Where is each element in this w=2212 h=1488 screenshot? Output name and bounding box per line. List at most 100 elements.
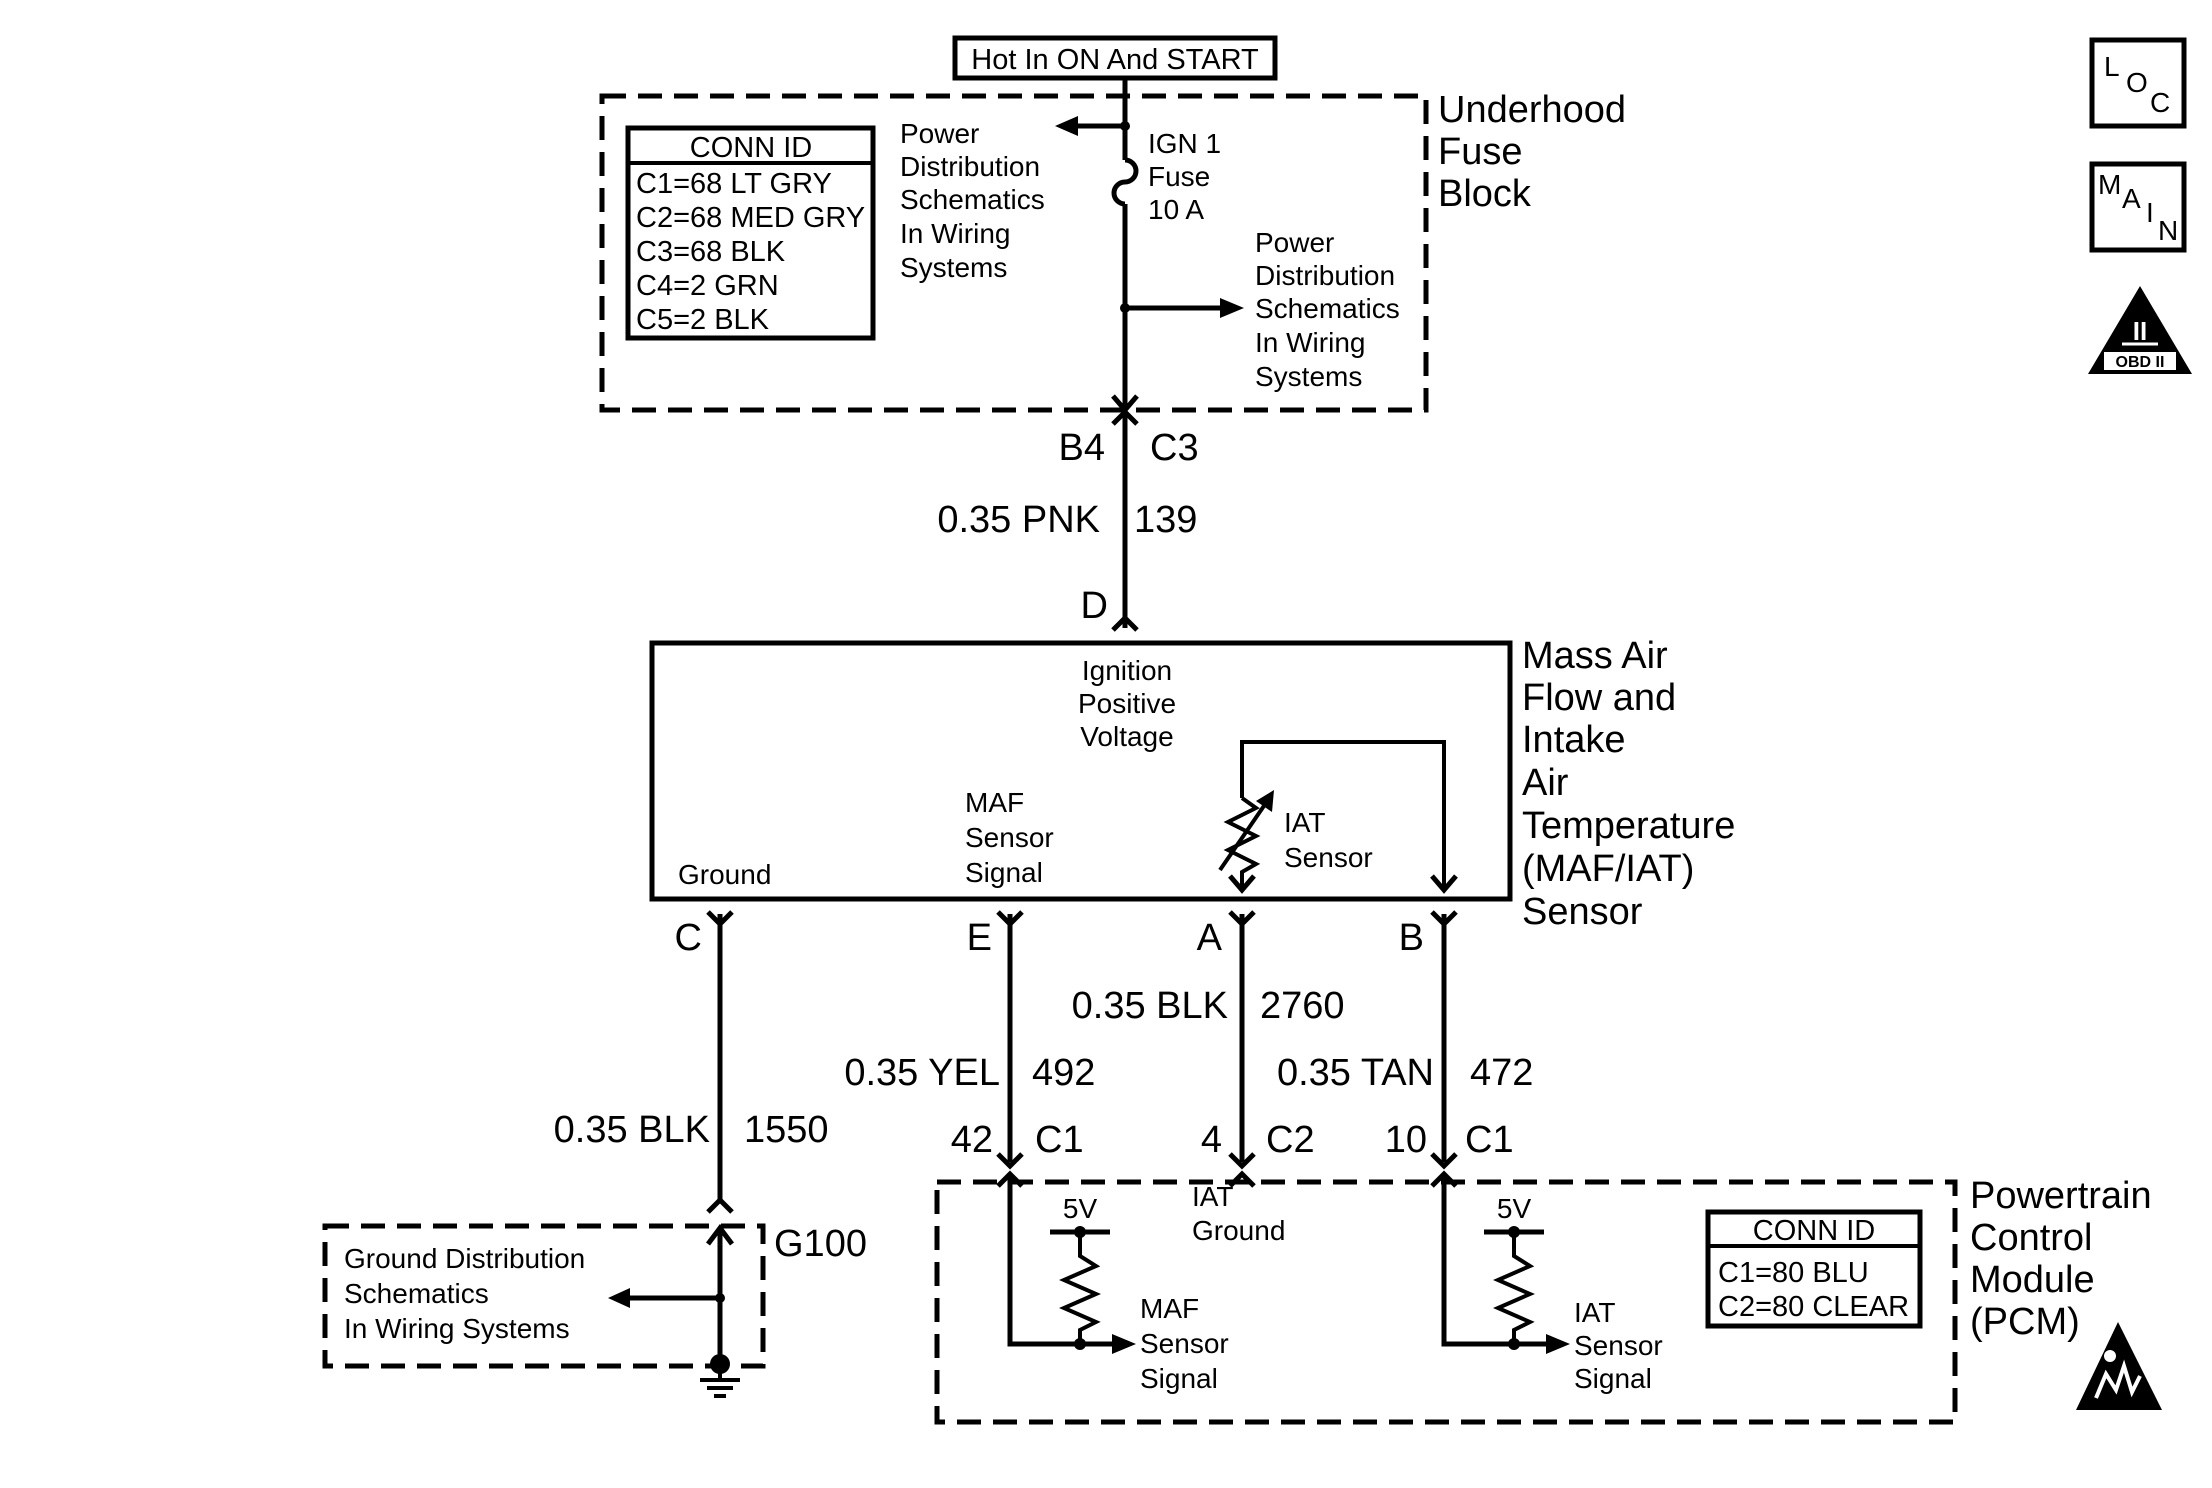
pcm-conn-id-table: CONN ID C1=80 BLU C2=80 CLEAR xyxy=(1705,1209,1923,1329)
ign-label: Voltage xyxy=(1080,721,1173,752)
pcm: Powertrain Control Module (PCM) CONN ID … xyxy=(934,1170,2152,1425)
pcm-conn: C1 xyxy=(1035,1119,1084,1161)
pcm-ref-voltage: 5V xyxy=(1063,1193,1098,1224)
maf-label: Sensor xyxy=(965,822,1054,853)
feed-label-text: Hot In ON And START xyxy=(971,44,1259,76)
arrow-left-icon xyxy=(1055,116,1078,136)
iat-ground-wire-gauge: 0.35 BLK xyxy=(1072,985,1228,1027)
pcm-pin: 4 xyxy=(1201,1119,1222,1161)
iat-thermistor-icon xyxy=(1218,740,1458,894)
power-note-right: Schematics xyxy=(1255,293,1400,324)
pcm-iat-ground-label: Ground xyxy=(1192,1215,1285,1246)
loc-letter: O xyxy=(2126,67,2148,98)
ground-wire-circuit: 1550 xyxy=(744,1109,829,1151)
pcm-conn-row: C1=80 BLU xyxy=(1718,1257,1869,1289)
esd-warning-icon xyxy=(2076,1322,2162,1410)
sensor-name: Air xyxy=(1522,762,1569,804)
power-note-right: Power xyxy=(1255,227,1334,258)
pin-b: B xyxy=(1399,917,1424,959)
ground-note: Schematics xyxy=(344,1278,489,1309)
pcm-maf-label: Sensor xyxy=(1140,1328,1229,1359)
iat-ground-wire: 0.35 BLK 2760 xyxy=(1072,910,1345,1170)
fuse-label: 10 A xyxy=(1148,194,1204,225)
power-note-left: Power xyxy=(900,118,979,149)
sensor-name: Mass Air xyxy=(1522,635,1668,677)
iat-ground-wire-circuit: 2760 xyxy=(1260,985,1345,1027)
main-letter: M xyxy=(2098,169,2121,200)
pcm-pin: 10 xyxy=(1385,1119,1427,1161)
pcm-iat-label: Signal xyxy=(1574,1363,1652,1394)
sensor-name: (MAF/IAT) xyxy=(1522,848,1694,890)
obd-text: OBD II xyxy=(2116,354,2165,371)
ground-wire: 0.35 BLK 1550 xyxy=(554,910,829,1214)
feed-wire-circuit: 139 xyxy=(1134,499,1197,541)
power-note-right: In Wiring xyxy=(1255,327,1365,358)
pcm-conn: C2 xyxy=(1266,1119,1315,1161)
iat-signal-wire: 0.35 TAN 472 xyxy=(1277,910,1533,1170)
main-letter: A xyxy=(2122,183,2141,214)
pcm-iat-circuit: 5V IAT Sensor Signal xyxy=(1430,1170,1663,1394)
sensor-name: Intake xyxy=(1522,719,1626,761)
fuse-conn-row: C4=2 GRN xyxy=(636,270,779,302)
fuse-conn-row: C2=68 MED GRY xyxy=(636,202,865,234)
main-letter: I xyxy=(2146,197,2154,228)
fuse-conn-title: CONN ID xyxy=(690,132,812,164)
fuse-block-name-2: Fuse xyxy=(1438,131,1522,173)
arrow-left-icon xyxy=(608,1288,630,1308)
fuse-feed-wire xyxy=(1055,78,1244,414)
pcm-pin: 42 xyxy=(951,1119,993,1161)
power-note-left: Distribution xyxy=(900,151,1040,182)
fuse-label: Fuse xyxy=(1148,161,1210,192)
main-letter: N xyxy=(2158,215,2178,246)
main-icon[interactable]: M A I N xyxy=(2089,161,2187,253)
pcm-conn: C1 xyxy=(1465,1119,1514,1161)
pin-c: C xyxy=(675,917,702,959)
ground-note: Ground Distribution xyxy=(344,1243,585,1274)
iat-wire-gauge: 0.35 TAN xyxy=(1277,1052,1434,1094)
pcm-maf-circuit: 5V MAF Sensor Signal xyxy=(996,1170,1229,1394)
fuse-conn-id-table: CONN ID C1=68 LT GRY C2=68 MED GRY C3=68… xyxy=(625,125,876,341)
maf-signal-wire: 0.35 YEL 492 xyxy=(844,910,1095,1170)
loc-icon[interactable]: L O C xyxy=(2089,37,2187,129)
ground-id: G100 xyxy=(774,1223,867,1265)
ground-wire-gauge: 0.35 BLK xyxy=(554,1109,710,1151)
pcm-name: (PCM) xyxy=(1970,1301,2080,1343)
fuse-block-name-1: Underhood xyxy=(1438,89,1626,131)
ground-label: Ground xyxy=(678,859,771,890)
feed-wire-gauge: 0.35 PNK xyxy=(937,499,1100,541)
maf-label: Signal xyxy=(965,857,1043,888)
pcm-conn-row: C2=80 CLEAR xyxy=(1718,1291,1909,1323)
pcm-ref-voltage: 5V xyxy=(1497,1193,1532,1224)
maf-wire-gauge: 0.35 YEL xyxy=(844,1052,1000,1094)
pcm-iat-label: Sensor xyxy=(1574,1330,1663,1361)
obd-ii-icon[interactable]: II OBD II xyxy=(2088,286,2192,374)
iat-label: IAT xyxy=(1284,807,1325,838)
pin-d: D xyxy=(1081,585,1108,627)
pin-c3: C3 xyxy=(1150,427,1199,469)
iat-label: Sensor xyxy=(1284,842,1373,873)
sensor-name: Flow and xyxy=(1522,677,1676,719)
pcm-maf-label: MAF xyxy=(1140,1293,1199,1324)
fuse-conn-row: C5=2 BLK xyxy=(636,304,770,336)
obd-numeral: II xyxy=(2133,316,2147,346)
feed-wire: 0.35 PNK 139 D xyxy=(937,412,1197,632)
pcm-iat-ground: IAT Ground xyxy=(1192,1170,1285,1246)
arrow-right-icon xyxy=(1220,298,1244,318)
power-note-left: Schematics xyxy=(900,184,1045,215)
fuse-label: IGN 1 xyxy=(1148,128,1221,159)
underhood-fuse-block: Underhood Fuse Block CONN ID C1=68 LT GR… xyxy=(599,78,1626,414)
arrow-right-icon xyxy=(1112,1334,1136,1354)
ground-symbol-icon xyxy=(700,1372,740,1398)
pcm-iat-ground-label: IAT xyxy=(1192,1181,1233,1212)
pin-b4: B4 xyxy=(1059,427,1105,469)
power-note-left: In Wiring xyxy=(900,218,1010,249)
maf-label: MAF xyxy=(965,787,1024,818)
pcm-maf-label: Signal xyxy=(1140,1363,1218,1394)
ground-distribution-block: Ground Distribution Schematics In Wiring… xyxy=(322,1223,867,1398)
maf-iat-sensor: Mass Air Flow and Intake Air Temperature… xyxy=(649,635,1735,933)
sensor-name: Temperature xyxy=(1522,805,1735,847)
ign-label: Positive xyxy=(1078,688,1176,719)
power-note-right: Distribution xyxy=(1255,260,1395,291)
power-note-left: Systems xyxy=(900,252,1007,283)
